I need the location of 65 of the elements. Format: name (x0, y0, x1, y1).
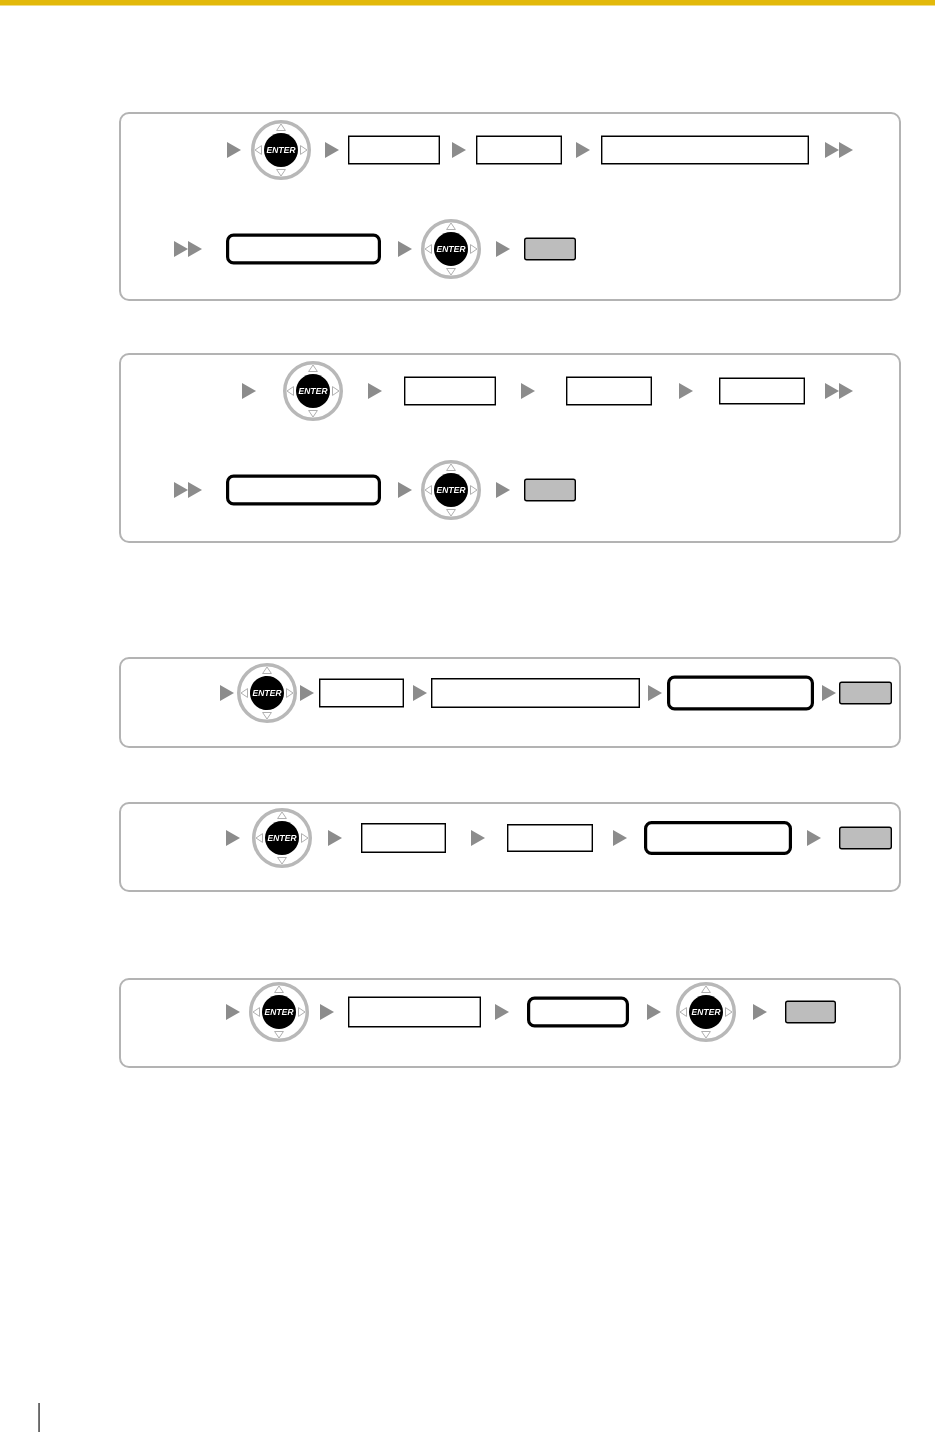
arrow (752, 1004, 767, 1020)
arrow (575, 142, 590, 158)
rounded-panel (119, 353, 901, 543)
arrow (495, 482, 510, 498)
arrow (451, 142, 466, 158)
double-arrow (173, 482, 202, 498)
arrow (612, 830, 627, 846)
enter-key: ENTER (249, 982, 309, 1042)
arrow (319, 1004, 334, 1020)
key-button (839, 826, 892, 850)
rounded-box (667, 675, 814, 711)
rounded-panel (119, 978, 901, 1068)
rounded-panel (119, 657, 901, 748)
empty-box (566, 376, 652, 406)
arrow (327, 830, 342, 846)
enter-key: ENTER (251, 120, 311, 180)
rounded-box (226, 474, 381, 506)
arrow (646, 1004, 661, 1020)
rounded-box (527, 996, 629, 1028)
enter-key: ENTER (421, 460, 481, 520)
empty-box (507, 824, 593, 852)
rounded-box (644, 821, 792, 855)
rounded-panel (119, 112, 901, 301)
arrow (397, 482, 412, 498)
double-arrow (824, 383, 853, 399)
arrow (397, 241, 412, 257)
empty-box (719, 377, 805, 405)
rounded-panel (119, 802, 901, 892)
arrow (241, 383, 256, 399)
arrow (299, 685, 314, 701)
key-button (785, 1000, 836, 1024)
empty-box (348, 135, 440, 165)
arrow (225, 830, 240, 846)
arrow (367, 383, 382, 399)
arrow (226, 142, 241, 158)
enter-key: ENTER (252, 808, 312, 868)
key-button (524, 237, 576, 261)
empty-box (431, 678, 640, 708)
enter-key: ENTER (676, 982, 736, 1042)
rounded-box (226, 233, 381, 265)
arrow (470, 830, 485, 846)
key-button (839, 681, 892, 705)
empty-box (404, 376, 496, 406)
double-arrow (173, 241, 202, 257)
empty-box (361, 823, 446, 853)
arrow (806, 830, 821, 846)
arrow (412, 685, 427, 701)
double-arrow (824, 142, 853, 158)
arrow (678, 383, 693, 399)
arrow (494, 1004, 509, 1020)
arrow (219, 685, 234, 701)
enter-key: ENTER (283, 361, 343, 421)
empty-box (348, 996, 481, 1028)
enter-key: ENTER (237, 663, 297, 723)
empty-box (319, 678, 404, 708)
arrow (520, 383, 535, 399)
empty-box (601, 135, 809, 165)
empty-box (476, 135, 562, 165)
arrow (324, 142, 339, 158)
arrow (495, 241, 510, 257)
key-button (524, 478, 576, 502)
arrow (647, 685, 662, 701)
arrow (225, 1004, 240, 1020)
arrow (821, 685, 836, 701)
enter-key: ENTER (421, 219, 481, 279)
